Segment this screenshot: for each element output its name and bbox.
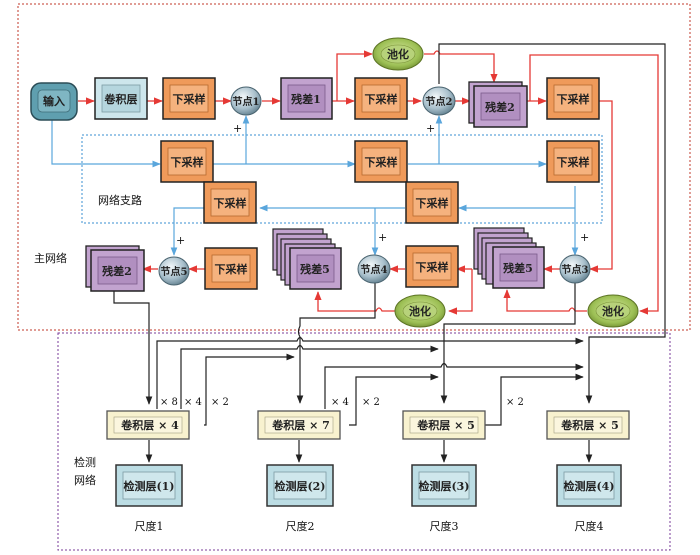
svg-text:下采样: 下采样 [416, 196, 449, 210]
svg-text:下采样: 下采样 [171, 155, 204, 169]
multiplier-x4-b: × 4 [331, 397, 349, 408]
detect-layer-3: 检测层(3) [411, 464, 477, 507]
svg-text:下采样: 下采样 [214, 196, 247, 210]
scale-label-4: 尺度4 [575, 519, 604, 533]
conv-stack-3: 卷积层 × 5 [402, 410, 486, 440]
residual-5-right: 残差5 [473, 227, 545, 289]
svg-text:下采样: 下采样 [416, 260, 449, 274]
svg-text:检测层(4): 检测层(4) [563, 479, 614, 493]
residual-5-left: 残差5 [272, 228, 342, 290]
scale-label-1: 尺度1 [135, 519, 164, 533]
node-4: 节点4 [357, 254, 391, 284]
svg-text:残差2: 残差2 [102, 264, 132, 278]
main-network-region [17, 3, 691, 331]
residual-2-bottom: 残差2 [85, 245, 145, 292]
svg-text:池化: 池化 [387, 47, 409, 61]
svg-text:下采样: 下采样 [365, 92, 398, 106]
svg-text:检测层(3): 检测层(3) [418, 479, 469, 493]
branch-downsample-3: 下采样 [354, 140, 408, 183]
detect-layer-4: 检测层(4) [556, 464, 622, 507]
main-flow-edges [78, 50, 659, 315]
svg-text:卷积层 × 7: 卷积层 × 7 [271, 418, 330, 432]
plus-node2: + [426, 122, 435, 135]
svg-text:卷积层 × 4: 卷积层 × 4 [120, 418, 179, 432]
pool-top: 池化 [372, 37, 424, 71]
conv-stack-2: 卷积层 × 7 [257, 410, 341, 440]
svg-text:节点2: 节点2 [426, 95, 453, 108]
multiplier-x8: × 8 [160, 397, 178, 408]
svg-text:下采样: 下采样 [365, 155, 398, 169]
plus-node3: + [580, 231, 589, 244]
conv-layer-node: 卷积层 [94, 77, 148, 120]
svg-text:残差2: 残差2 [485, 100, 515, 114]
downsample-main-1: 下采样 [162, 77, 216, 120]
multiplier-x4-a: × 4 [184, 397, 202, 408]
main-network-label: 主网络 [34, 251, 67, 265]
detect-layer-2: 检测层(2) [266, 464, 334, 507]
branch-network-region [81, 134, 603, 224]
svg-text:下采样: 下采样 [215, 262, 248, 276]
branch-downsample-1: 下采样 [160, 140, 214, 183]
multiplier-x2-b: × 2 [362, 397, 380, 408]
svg-text:残差5: 残差5 [503, 261, 533, 275]
svg-text:输入: 输入 [43, 94, 65, 108]
detection-network-label-2: 网络 [74, 473, 96, 487]
downsample-main-3: 下采样 [546, 77, 600, 120]
detection-network-label-1: 检测 [74, 455, 96, 469]
svg-text:节点4: 节点4 [361, 263, 388, 276]
residual-2-top: 残差2 [468, 81, 528, 128]
conv-stack-4: 卷积层 × 5 [546, 410, 630, 440]
downsample-bottom-1: 下采样 [204, 247, 258, 290]
detection-network-region [57, 332, 671, 551]
svg-text:检测层(1): 检测层(1) [123, 479, 174, 493]
conv-stack-1: 卷积层 × 4 [106, 410, 190, 440]
branch-downsample-2: 下采样 [203, 181, 257, 224]
multiplier-x2-c: × 2 [506, 397, 524, 408]
svg-text:下采样: 下采样 [173, 92, 206, 106]
multiplier-x2-a: × 2 [211, 397, 229, 408]
node-2: 节点2 [422, 86, 456, 116]
svg-text:检测层(2): 检测层(2) [274, 479, 325, 493]
input-node: 输入 [30, 82, 78, 121]
svg-text:节点5: 节点5 [161, 265, 188, 278]
svg-text:下采样: 下采样 [557, 155, 590, 169]
svg-text:池化: 池化 [409, 304, 431, 318]
downsample-main-2: 下采样 [354, 77, 408, 120]
node-5: 节点5 [158, 256, 190, 286]
svg-text:卷积层 × 5: 卷积层 × 5 [560, 418, 619, 432]
scale-label-3: 尺度3 [430, 519, 459, 533]
svg-text:卷积层 × 5: 卷积层 × 5 [416, 418, 475, 432]
branch-network-label: 网络支路 [98, 193, 142, 207]
node-3: 节点3 [559, 254, 591, 284]
residual-1: 残差1 [280, 77, 333, 120]
svg-text:下采样: 下采样 [557, 92, 590, 106]
plus-node4: + [378, 231, 387, 244]
plus-node5: + [176, 234, 185, 247]
svg-text:节点3: 节点3 [562, 263, 589, 276]
node-1: 节点1 [230, 86, 262, 116]
plus-node1: + [233, 122, 242, 135]
svg-text:残差1: 残差1 [291, 92, 321, 106]
branch-edges [51, 115, 579, 256]
detect-layer-1: 检测层(1) [115, 464, 183, 507]
detection-edges [113, 43, 666, 463]
scale-label-2: 尺度2 [286, 519, 315, 533]
pool-bottom-2: 池化 [587, 294, 639, 328]
svg-text:池化: 池化 [602, 304, 624, 318]
pool-bottom-1: 池化 [394, 294, 446, 328]
branch-downsample-5: 下采样 [546, 140, 600, 183]
downsample-bottom-2: 下采样 [405, 245, 459, 288]
svg-text:卷积层: 卷积层 [104, 92, 138, 106]
svg-text:残差5: 残差5 [300, 262, 330, 276]
svg-text:节点1: 节点1 [233, 95, 260, 108]
branch-downsample-4: 下采样 [405, 181, 459, 224]
